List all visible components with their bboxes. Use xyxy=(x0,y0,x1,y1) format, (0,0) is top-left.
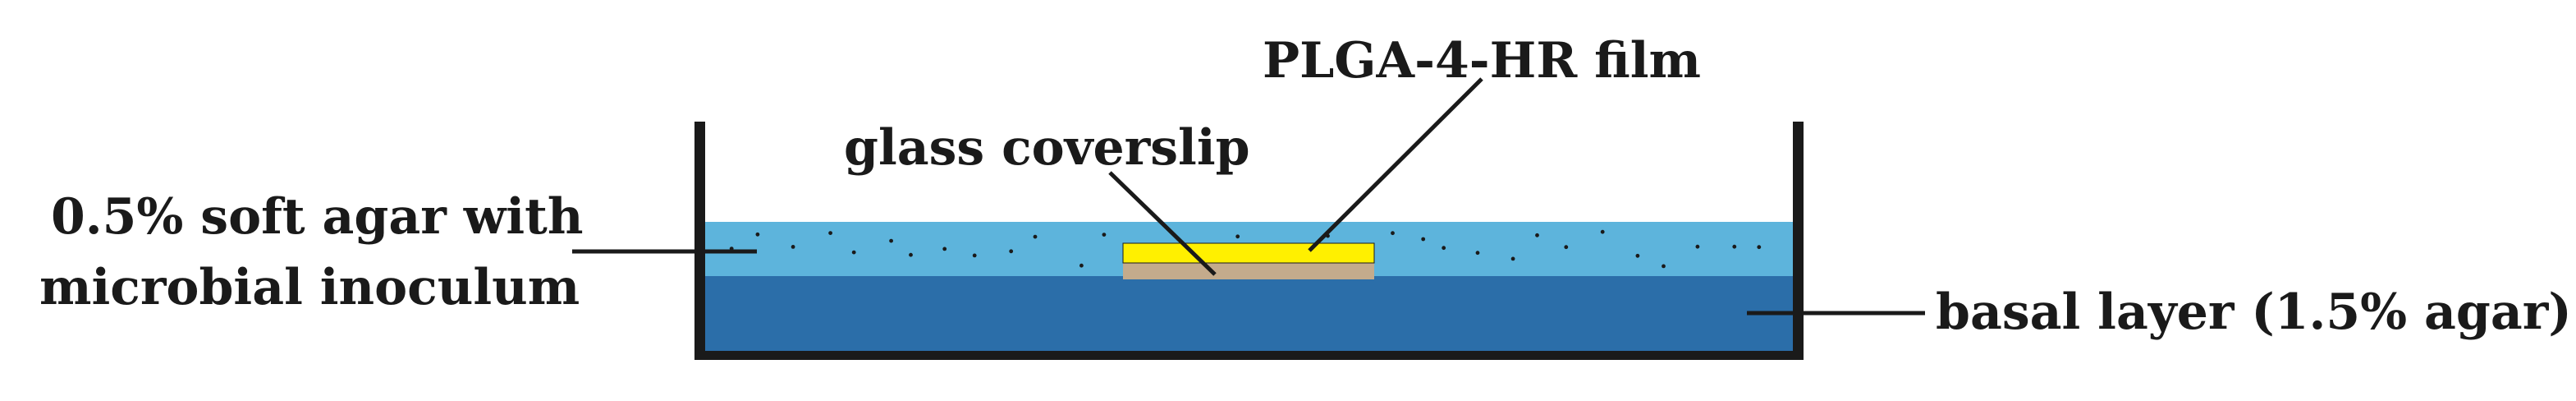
soft-agar-label-line1: 0.5% soft agar with xyxy=(51,188,584,246)
basal-layer xyxy=(704,276,1794,353)
inoculum-dot xyxy=(1391,231,1395,236)
glass-coverslip xyxy=(1123,263,1374,279)
container-right-wall xyxy=(1793,122,1804,360)
inoculum-dot xyxy=(1635,253,1640,258)
inoculum-dot xyxy=(1662,264,1666,269)
microbial-inoculum-dots xyxy=(729,229,1762,269)
inoculum-dot xyxy=(1564,245,1569,250)
inoculum-dot xyxy=(1732,244,1737,249)
inoculum-dot xyxy=(1235,234,1240,239)
inoculum-dot xyxy=(1695,244,1700,249)
inoculum-dot xyxy=(942,247,947,251)
inoculum-dot xyxy=(1421,237,1426,242)
inoculum-dot xyxy=(791,245,795,249)
inoculum-dot xyxy=(755,232,760,237)
soft-agar-label-line2: microbial inoculum xyxy=(39,259,580,316)
inoculum-dot xyxy=(1079,263,1084,268)
inoculum-dot xyxy=(1475,251,1480,256)
plga-film xyxy=(1122,242,1375,264)
inoculum-dot xyxy=(851,250,856,255)
coverslip-label: glass coverslip xyxy=(844,119,1250,177)
inoculum-dot xyxy=(1442,246,1446,251)
container-left-wall xyxy=(694,122,705,360)
inoculum-dot xyxy=(909,252,913,257)
inoculum-dot xyxy=(1535,233,1539,237)
inoculum-dot xyxy=(828,231,832,235)
inoculum-dot xyxy=(1102,233,1107,237)
inoculum-dot xyxy=(1757,245,1762,250)
coverslip-leader-line xyxy=(1108,171,1217,276)
film-label: PLGA-4-HR film xyxy=(1263,32,1701,90)
inoculum-dot xyxy=(1033,234,1038,239)
inoculum-dot xyxy=(1600,229,1605,234)
basal-layer-label: basal layer (1.5% agar) xyxy=(1936,283,2572,341)
film-leader-line xyxy=(1308,77,1483,252)
inoculum-dot xyxy=(889,238,893,243)
inoculum-dot xyxy=(1009,249,1014,254)
container-bottom xyxy=(694,351,1804,360)
inoculum-dot xyxy=(972,253,977,258)
inoculum-dot xyxy=(1510,256,1515,261)
